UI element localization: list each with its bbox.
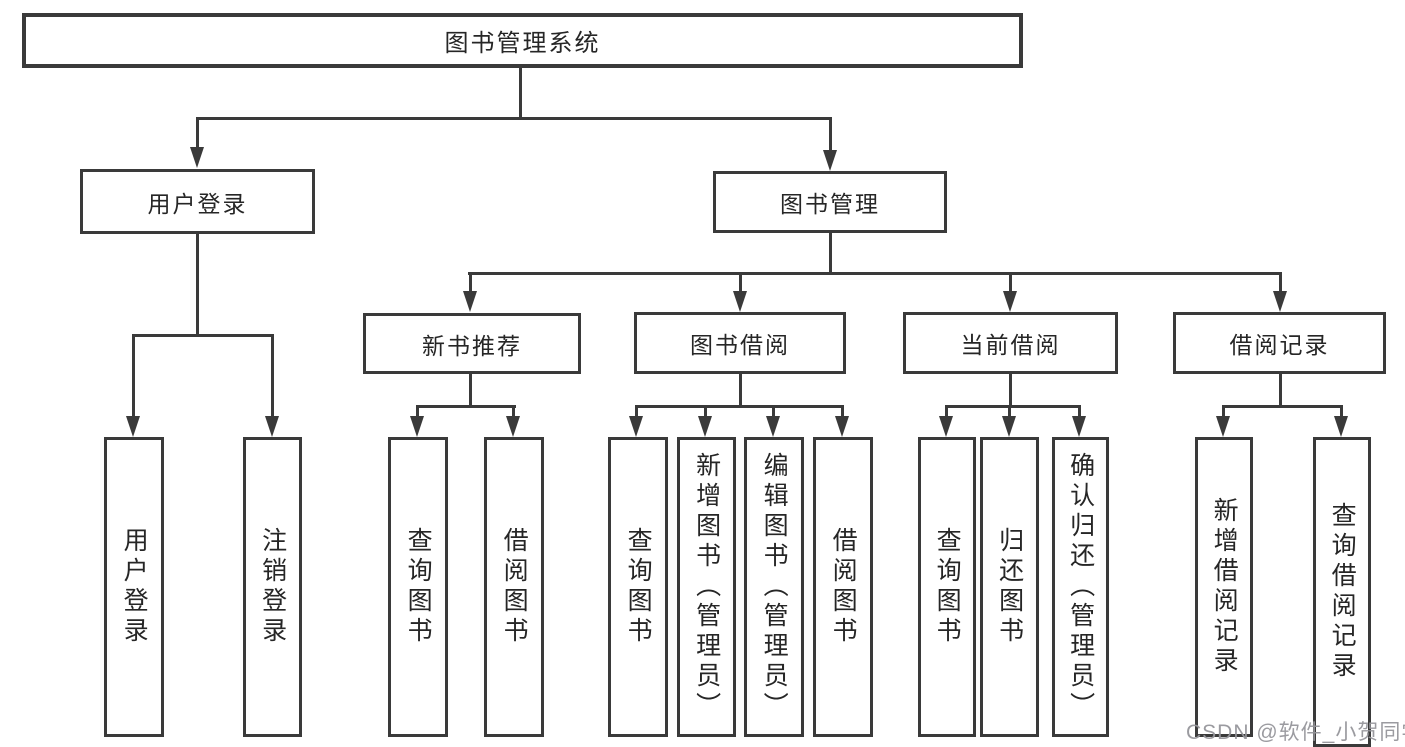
connector-drop-leaf	[512, 405, 515, 418]
connector-drop-level3	[469, 272, 472, 292]
node-leaf-logout: 注销登录	[243, 437, 302, 737]
connector-drop-leaf	[132, 334, 135, 418]
leaf-label: 查询图书	[624, 527, 653, 647]
connector-drop-leaf	[704, 405, 707, 418]
node-leaf-edit-book-admin: 编辑图书（管理员）	[744, 437, 804, 737]
arrow-down-icon	[126, 416, 140, 437]
arrow-down-icon	[506, 416, 520, 437]
connector-bookmgmt-split	[468, 272, 1282, 275]
arrow-down-icon	[733, 291, 747, 312]
arrow-down-icon	[190, 147, 204, 168]
connector-drop-book-mgmt	[829, 117, 832, 151]
connector-drop-user-login	[196, 117, 199, 149]
node-leaf-user-login: 用户登录	[104, 437, 164, 737]
node-book-borrowing: 图书借阅	[634, 312, 846, 374]
csdn-watermark: CSDN @软件_小贺同学	[1186, 721, 1405, 744]
leaf-label: 借阅图书	[500, 527, 529, 647]
node-leaf-add-borrow-record: 新增借阅记录	[1195, 437, 1253, 737]
connector-drop-level3	[739, 272, 742, 292]
connector-drop-leaf	[271, 334, 274, 418]
arrow-down-icon	[629, 416, 643, 437]
leaf-label: 借阅图书	[829, 527, 858, 647]
arrow-down-icon	[1273, 291, 1287, 312]
leaf-label: 确认归还（管理员）	[1066, 452, 1095, 722]
connector-drop-leaf	[1222, 405, 1225, 418]
arrow-down-icon	[1216, 416, 1230, 437]
leaf-label: 编辑图书（管理员）	[760, 452, 789, 722]
connector-drop-leaf	[635, 405, 638, 418]
arrow-down-icon	[1003, 291, 1017, 312]
connector-borrow-stub	[739, 374, 742, 408]
arrow-down-icon	[698, 416, 712, 437]
connector-current-split	[945, 405, 1081, 408]
connector-newbooks-split	[416, 405, 516, 408]
connector-drop-level3	[1009, 272, 1012, 292]
node-leaf-query-books-newbooks: 查询图书	[388, 437, 448, 737]
node-user-login: 用户登录	[80, 169, 315, 234]
connector-drop-leaf	[841, 405, 844, 418]
arrow-down-icon	[1002, 416, 1016, 437]
connector-records-stub	[1279, 374, 1282, 408]
leaf-label: 查询借阅记录	[1328, 502, 1357, 682]
leaf-label: 查询图书	[933, 527, 962, 647]
arrow-down-icon	[766, 416, 780, 437]
node-leaf-query-books-borrow: 查询图书	[608, 437, 668, 737]
connector-drop-leaf	[416, 405, 419, 418]
arrow-down-icon	[1072, 416, 1086, 437]
leaf-label: 查询图书	[404, 527, 433, 647]
leaf-label: 用户登录	[120, 527, 149, 647]
connector-drop-level3	[1279, 272, 1282, 292]
leaf-label: 新增图书（管理员）	[692, 452, 721, 722]
connector-root-stub	[519, 68, 522, 120]
connector-newbooks-stub	[469, 374, 472, 408]
connector-drop-leaf	[1078, 405, 1081, 418]
node-current-borrowing: 当前借阅	[903, 312, 1118, 374]
arrow-down-icon	[410, 416, 424, 437]
arrow-down-icon	[1334, 416, 1348, 437]
leaf-label: 新增借阅记录	[1210, 497, 1239, 677]
connector-userlogin-split	[132, 334, 274, 337]
node-leaf-borrow-books-newbooks: 借阅图书	[484, 437, 544, 737]
leaf-label: 归还图书	[995, 527, 1024, 647]
node-leaf-confirm-return-admin: 确认归还（管理员）	[1052, 437, 1109, 737]
node-book-management: 图书管理	[713, 171, 947, 233]
connector-drop-leaf	[945, 405, 948, 418]
connector-drop-leaf	[772, 405, 775, 418]
node-borrowing-records: 借阅记录	[1173, 312, 1386, 374]
node-leaf-query-borrow-record: 查询借阅记录	[1313, 437, 1371, 747]
connector-root-split	[196, 117, 832, 120]
arrow-down-icon	[463, 291, 477, 312]
leaf-label: 注销登录	[258, 527, 287, 647]
connector-borrow-split	[635, 405, 844, 408]
node-new-book-recommendation: 新书推荐	[363, 313, 581, 374]
connector-drop-leaf	[1340, 405, 1343, 418]
arrow-down-icon	[939, 416, 953, 437]
node-leaf-borrow-books-borrow: 借阅图书	[813, 437, 873, 737]
node-leaf-query-books-current: 查询图书	[918, 437, 976, 737]
connector-userlogin-stub	[196, 234, 199, 337]
connector-bookmgmt-stub	[829, 233, 832, 275]
connector-current-stub	[1009, 374, 1012, 408]
connector-drop-leaf	[1008, 405, 1011, 418]
node-leaf-add-book-admin: 新增图书（管理员）	[677, 437, 736, 737]
node-library-management-system: 图书管理系统	[22, 13, 1023, 68]
arrow-down-icon	[265, 416, 279, 437]
arrow-down-icon	[835, 416, 849, 437]
arrow-down-icon	[823, 150, 837, 171]
connector-records-split	[1222, 405, 1343, 408]
node-leaf-return-book: 归还图书	[980, 437, 1039, 737]
